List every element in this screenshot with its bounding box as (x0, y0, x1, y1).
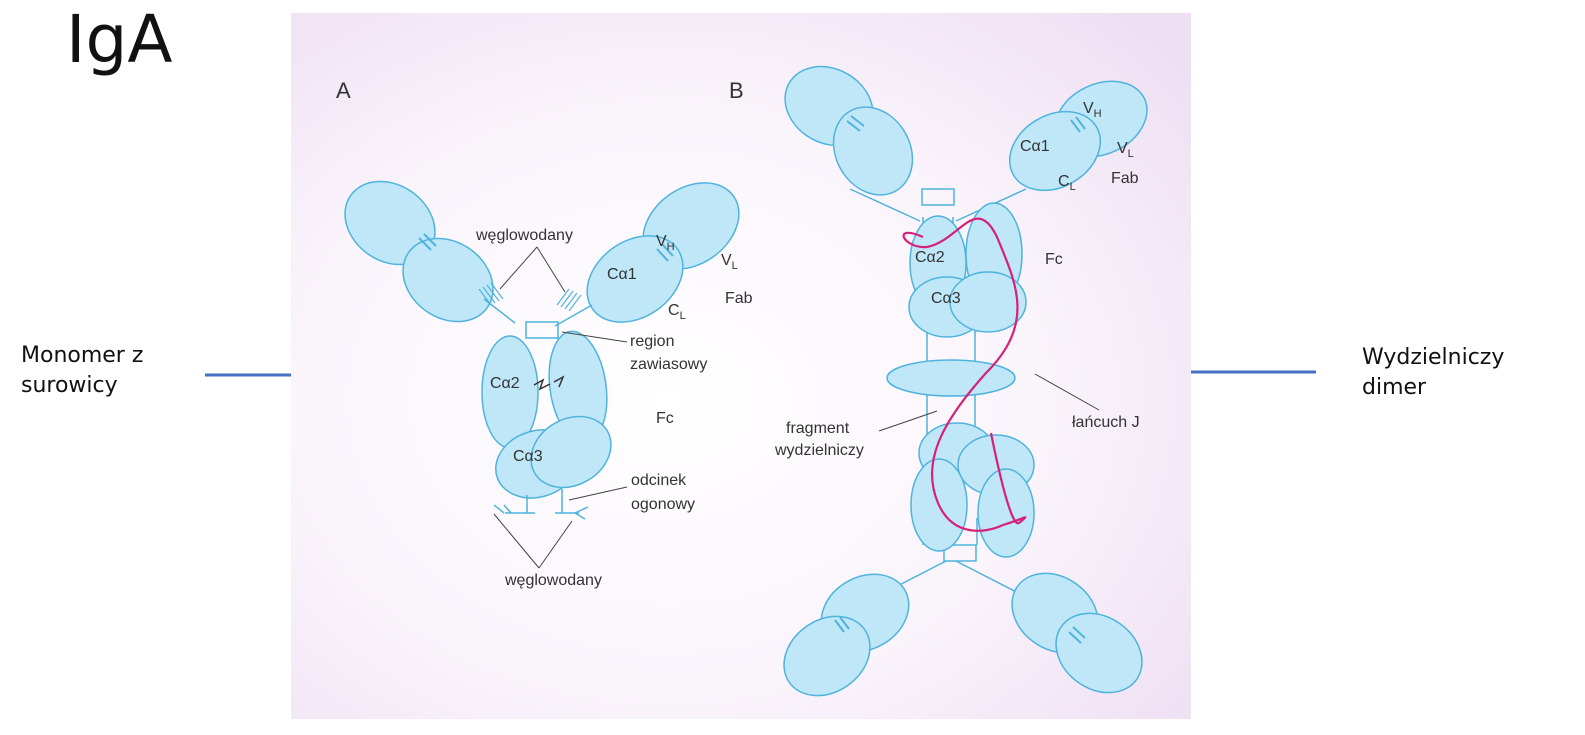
b-j-chain-label: łańcuch J (1072, 414, 1140, 431)
b-upper-left-fab-inner-domain (832, 106, 914, 196)
b-upper-hinge (921, 188, 955, 206)
panel-a-labels: A VH VL Cα1 CL Fab węglowodany region za… (336, 78, 753, 589)
b-secretory-label-line1: fragment (786, 420, 850, 437)
secretory-dimer-label-line1: Wydzielniczy (1362, 345, 1505, 370)
a-ca3-label: Cα3 (513, 448, 543, 465)
a-cl-label: CL (668, 302, 686, 322)
a-ca1-label: Cα1 (607, 266, 637, 283)
a-fc-label: Fc (656, 410, 674, 427)
panel-a (344, 180, 740, 520)
iga-diagram: A VH VL Cα1 CL Fab węglowodany region za… (291, 13, 1191, 719)
b-upper-ca3-right-domain (949, 271, 1027, 333)
secretory-dimer-label-line2: dimer (1362, 375, 1427, 400)
b-cl-label: CL (1058, 173, 1076, 193)
b-vl-label: VL (1117, 140, 1134, 160)
serum-monomer-label-line1: Monomer z (21, 343, 144, 368)
b-ca3-label: Cα3 (931, 290, 961, 307)
serum-monomer-label: Monomer z surowicy (21, 341, 143, 401)
a-hinge-label-line1: region (630, 333, 674, 350)
b-ca1-label: Cα1 (1020, 138, 1050, 155)
b-fc-label: Fc (1045, 251, 1063, 268)
a-fab-label: Fab (725, 290, 753, 307)
panel-b (783, 65, 1148, 697)
a-vl-label: VL (721, 252, 738, 272)
a-hinge-label-line2: zawiasowy (630, 356, 707, 373)
serum-monomer-label-line2: surowicy (21, 373, 118, 398)
a-carb-top-label: węglowodany (475, 227, 573, 244)
slide-title: IgA (66, 1, 173, 78)
b-lower-ca2-right-domain (977, 468, 1035, 558)
b-upper-right-fab-inner-domain (1008, 110, 1102, 192)
secretory-dimer-label: Wydzielniczy dimer (1362, 343, 1504, 403)
b-ca2-label: Cα2 (915, 249, 945, 266)
a-tail-label-line2: ogonowy (631, 496, 695, 513)
panel-b-labels: B VH VL Cα1 CL Fab Cα2 Fc Cα3 fragment w… (729, 78, 1140, 459)
b-secretory-label-line2: wydzielniczy (774, 442, 864, 459)
a-carb-bottom-label: węglowodany (504, 572, 602, 589)
a-hinge (525, 321, 559, 339)
panel-a-letter: A (336, 78, 351, 103)
b-vh-label: VH (1083, 100, 1102, 120)
b-secretory-component (902, 217, 1027, 532)
b-lower-hinge (943, 544, 977, 562)
b-j-chain (886, 359, 1016, 397)
a-ca3-right-domain (530, 415, 612, 489)
panel-b-letter: B (729, 78, 744, 103)
b-lower-right-fab-outer-domain (1055, 612, 1143, 694)
b-lower-left-fab-outer-domain (783, 615, 871, 697)
a-left-fab-inner-domain (402, 237, 494, 323)
b-fab-label: Fab (1111, 170, 1139, 187)
a-ca2-label: Cα2 (490, 375, 520, 392)
a-tail-label-line1: odcinek (631, 472, 687, 489)
a-vh-label: VH (656, 233, 675, 253)
a-right-fab-inner-domain (586, 235, 684, 323)
